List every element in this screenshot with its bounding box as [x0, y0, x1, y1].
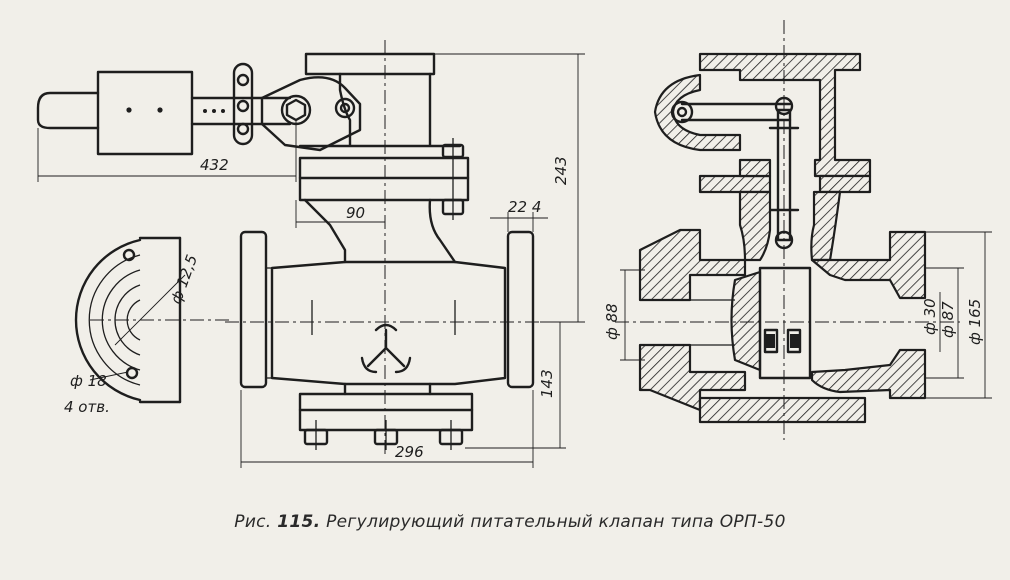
- lever-arm: [260, 76, 362, 152]
- caption-number: 115.: [277, 512, 321, 532]
- dim-phi-88: ф 88: [603, 303, 621, 340]
- caption-text: Регулирующий питательный клапан типа ОРП…: [326, 512, 786, 532]
- dim-296: 296: [395, 443, 424, 461]
- valve-plug: [758, 266, 812, 380]
- body-inlet-section: [638, 228, 747, 302]
- dim-phi-30: ф 30: [921, 298, 939, 335]
- inlet-flange: [239, 230, 268, 389]
- valve-section-view: [615, 20, 992, 440]
- outlet-flange: [506, 230, 535, 389]
- dim-22-4: 22 4: [508, 198, 541, 216]
- bottom-cover-section: [698, 396, 867, 424]
- top-flange: [304, 52, 436, 76]
- caption-prefix: Рис.: [234, 512, 272, 532]
- valve-side-view: 432 243 90 22 4 143 296: [36, 40, 585, 468]
- dim-243: 243: [552, 156, 570, 185]
- bottom-nuts: [303, 420, 464, 450]
- valve-seat: [730, 270, 762, 372]
- figure-caption: Рис. 115. Регулирующий питательный клапа…: [120, 512, 900, 532]
- dim-432: 432: [200, 156, 229, 174]
- dim-143: 143: [538, 369, 556, 398]
- dim-90: 90: [346, 204, 365, 222]
- valve-body: [270, 260, 507, 386]
- body-outlet-section: [810, 230, 927, 300]
- upper-housing-section: [698, 52, 872, 178]
- dim-phi-18: ф 18: [70, 372, 107, 390]
- trefoil-mark: [360, 323, 412, 374]
- dim-phi-12-5: ф 12,5: [167, 252, 201, 306]
- dimension-lines: [37, 53, 585, 468]
- lever-weight: [96, 70, 194, 156]
- dim-4-holes: 4 отв.: [64, 398, 110, 416]
- lever-link: [232, 62, 254, 146]
- dim-phi-165: ф 165: [966, 299, 984, 345]
- dim-phi-87: ф 87: [939, 301, 957, 338]
- lever-housing-section: [653, 73, 742, 152]
- flange-detail: [74, 236, 230, 404]
- lever-rod-end: [36, 91, 100, 130]
